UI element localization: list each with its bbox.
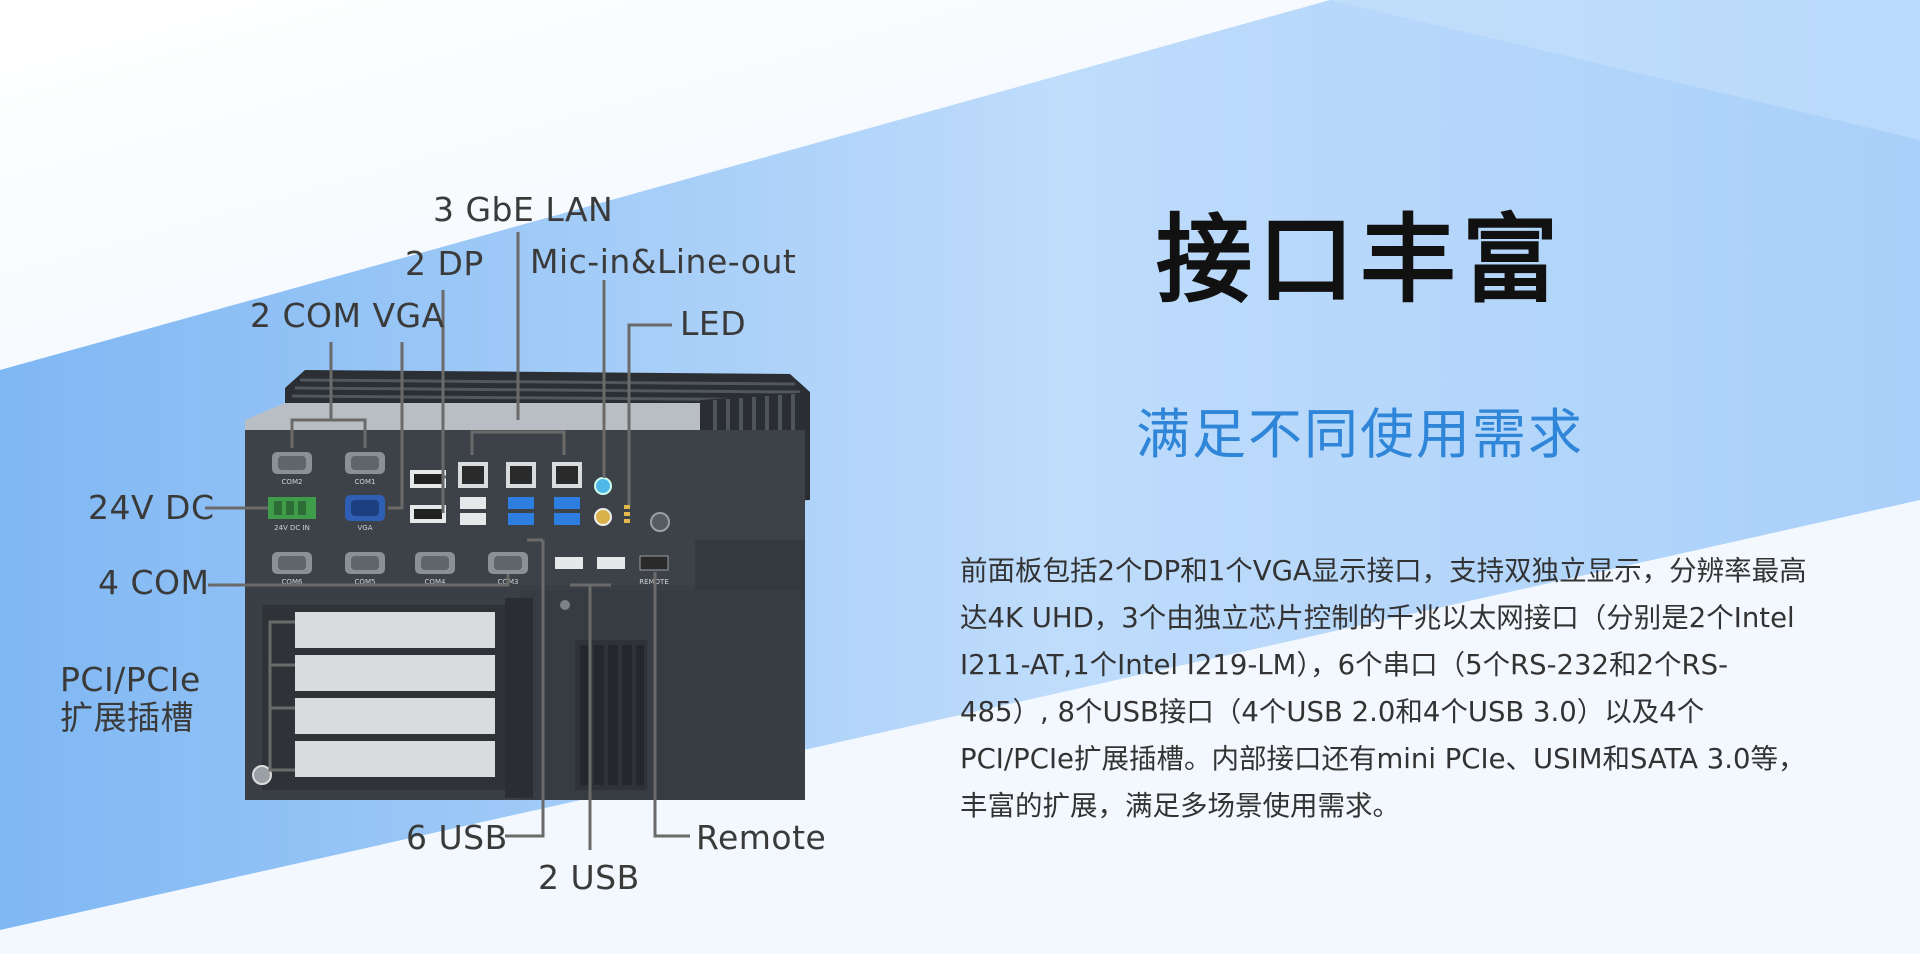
power-button — [650, 512, 670, 532]
callout-pci-line1: PCI/PCIe — [60, 660, 201, 699]
silk-com4: COM4 — [425, 578, 446, 586]
pci-slots — [262, 598, 533, 798]
silk-com2: COM2 — [282, 478, 303, 486]
silk-vga: VGA — [357, 524, 372, 532]
usb-ports-lower — [555, 557, 625, 569]
page-subtitle: 满足不同使用需求 — [1136, 403, 1584, 466]
callout-dc: 24V DC — [88, 488, 215, 527]
feature-description: 前面板包括2个DP和1个VGA显示接口，支持双独立显示，分辨率最高达4K UHD… — [960, 555, 1807, 822]
heatsink-fins — [285, 370, 810, 405]
callout-lines — [205, 232, 690, 850]
remote-connector — [639, 555, 669, 571]
silk-com5: COM5 — [355, 578, 376, 586]
callout-dp: 2 DP — [405, 244, 484, 283]
usb-ports-upper — [460, 497, 580, 525]
page-title: 接口丰富 — [1156, 204, 1564, 316]
lan-ports — [458, 462, 582, 488]
mic-in-jack — [594, 508, 612, 526]
vga-port: VGA — [345, 495, 385, 532]
callout-lan: 3 GbE LAN — [433, 190, 614, 229]
callout-mic: Mic-in&Line-out — [530, 242, 797, 281]
callout-usb2: 2 USB — [538, 858, 640, 897]
line-out-jack — [594, 477, 612, 495]
callout-remote: Remote — [696, 818, 827, 857]
silk-dc: 24V DC IN — [274, 524, 310, 532]
dp-ports — [410, 470, 446, 523]
callout-pci-line2: 扩展插槽 — [60, 698, 194, 737]
com-port-group-top: COM2 COM1 — [272, 452, 385, 486]
led-indicators — [624, 505, 630, 523]
silk-com1: COM1 — [355, 478, 376, 486]
silk-com6: COM6 — [282, 578, 303, 586]
callout-com-vga: 2 COM VGA — [250, 296, 445, 335]
callout-usb6: 6 USB — [406, 818, 508, 857]
callout-led: LED — [680, 304, 747, 343]
dc-terminal: 24V DC IN — [268, 497, 316, 532]
callout-com4: 4 COM — [98, 563, 210, 602]
vent-grid — [575, 640, 647, 790]
